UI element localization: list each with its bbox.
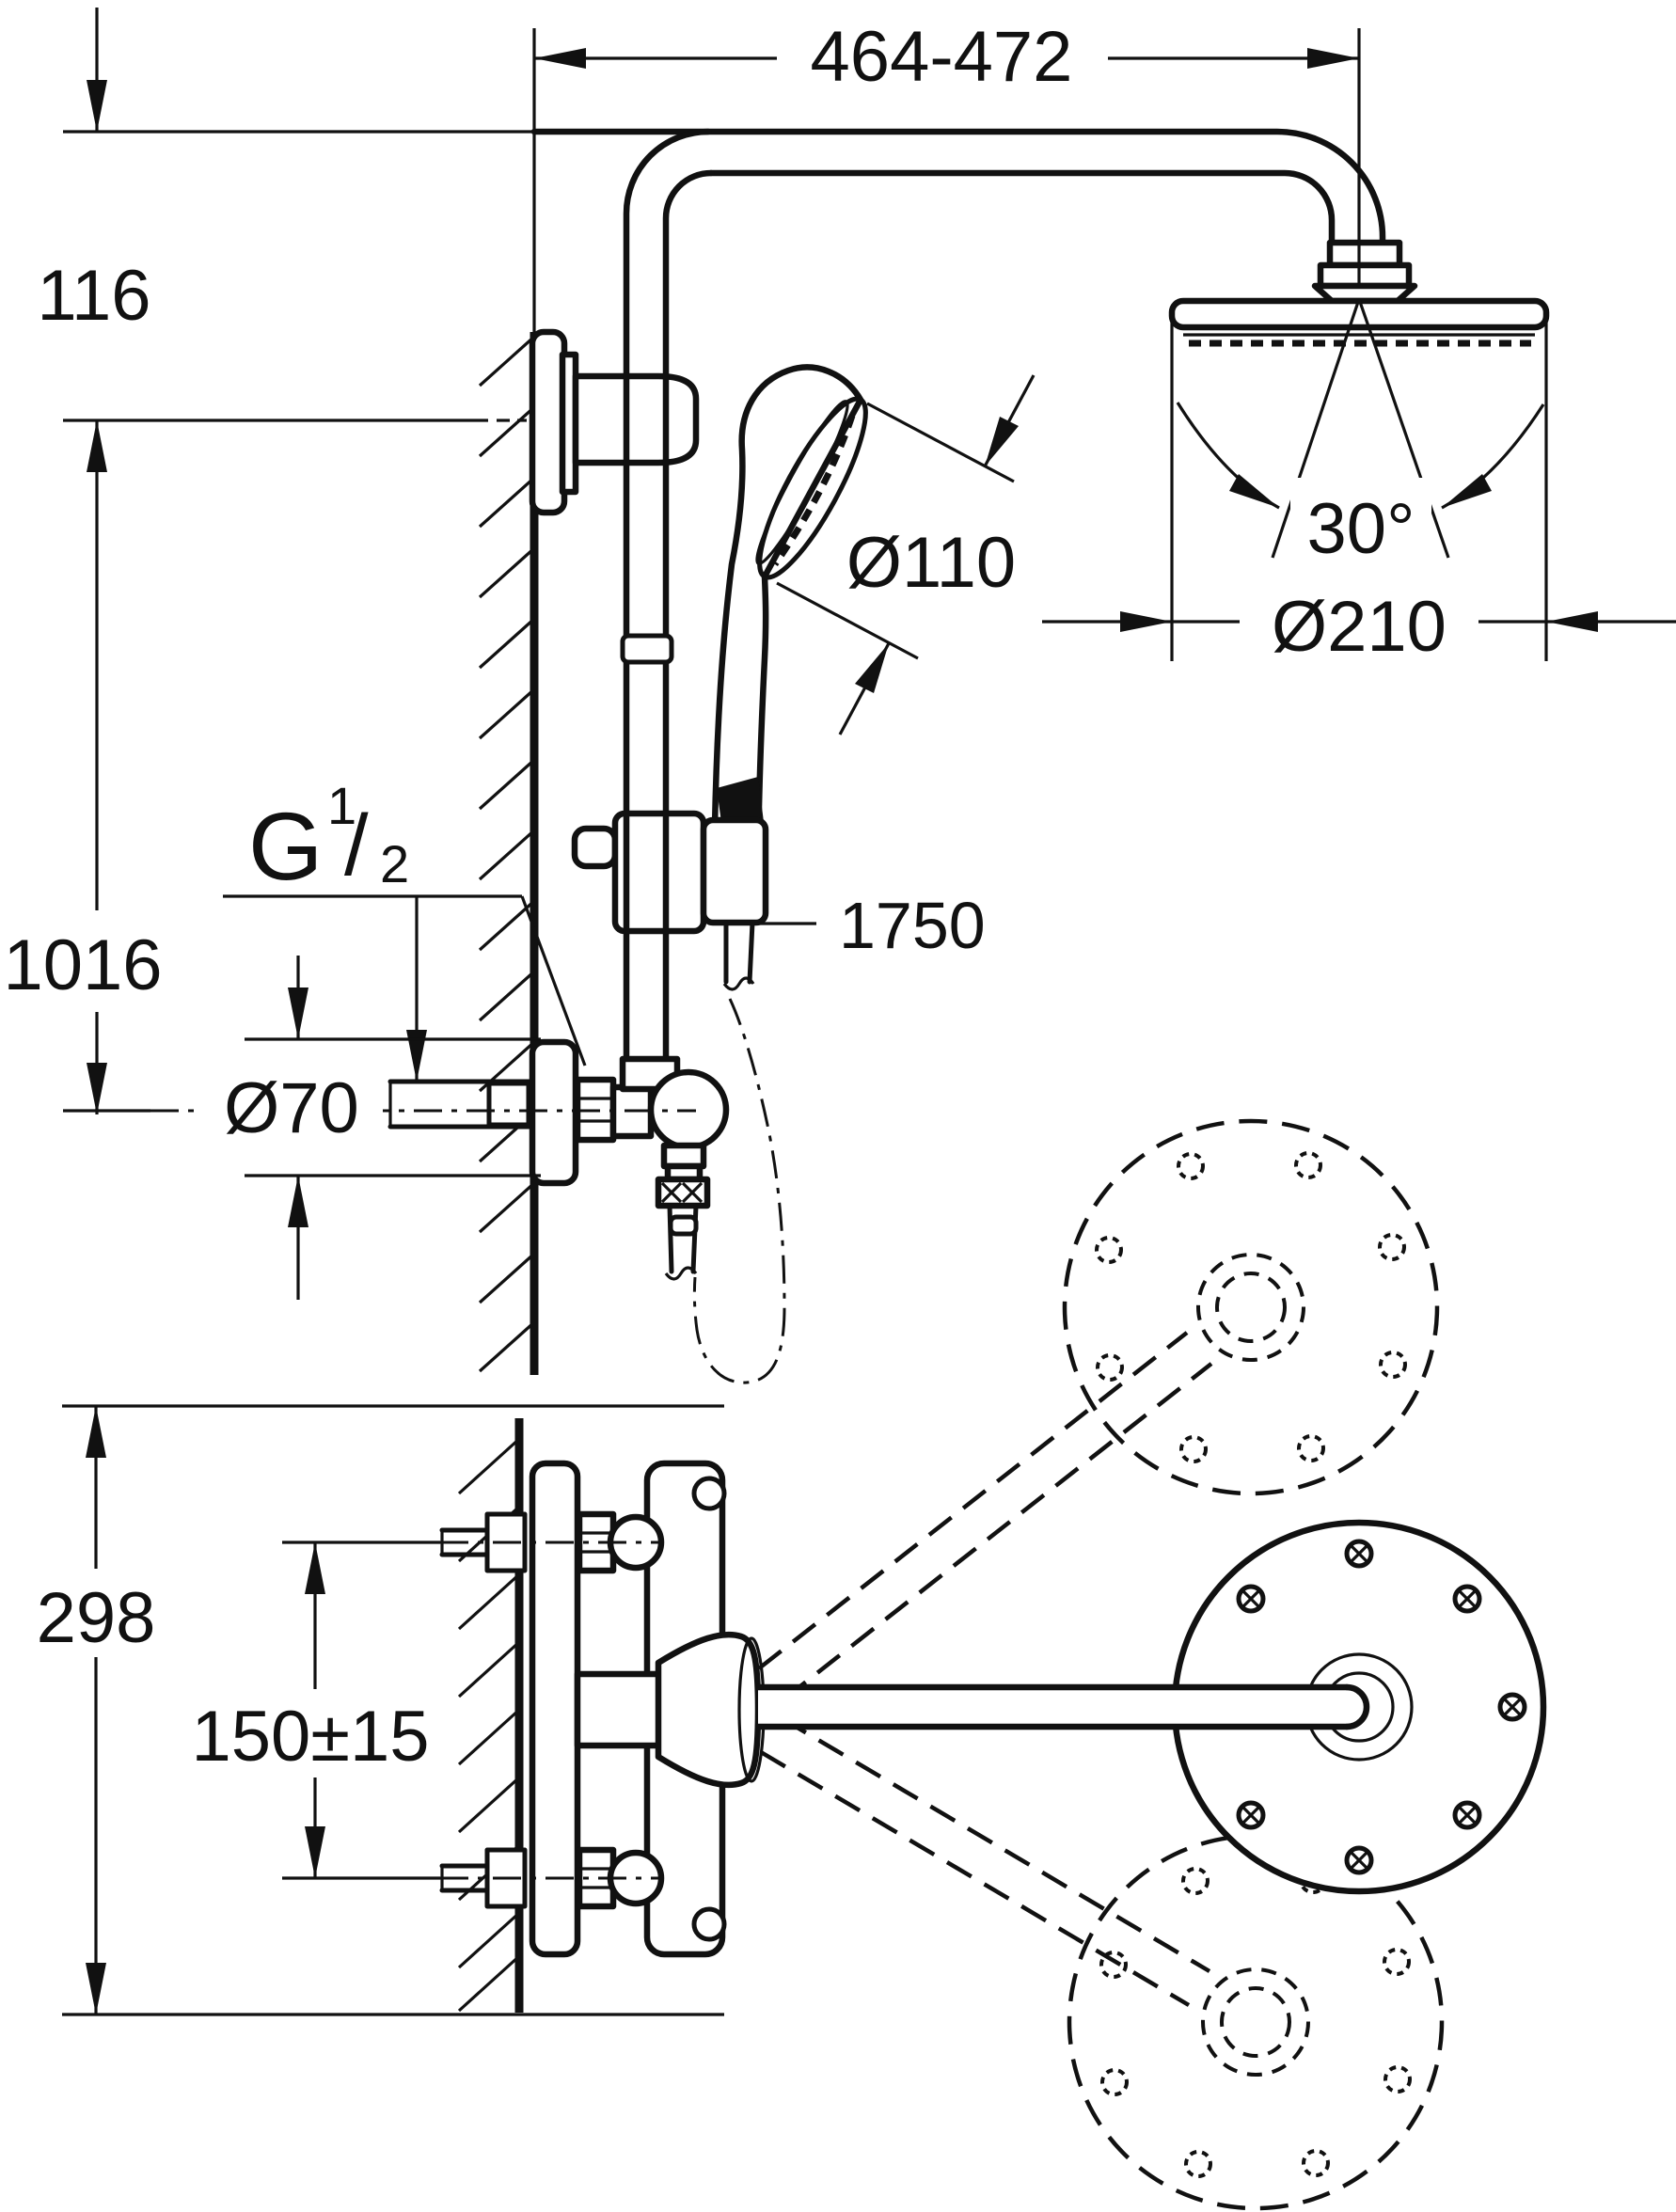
phantom-arm-lower <box>759 1750 1191 2007</box>
head-shower-plate <box>1168 297 1550 331</box>
dimension-dia110: Ø110 <box>776 374 1036 735</box>
dimensions: 464-472 116 1016 G 1 <box>3 8 1676 2016</box>
dim-150-label: 150±15 <box>191 1697 429 1777</box>
head-shower <box>1168 239 1550 347</box>
hand-shower-jets <box>772 414 856 567</box>
shower-arm-end-cap <box>1343 1683 1370 1730</box>
hand-shower-holder <box>571 777 769 935</box>
rail-union <box>620 633 674 665</box>
thermostat-valve-side <box>387 1038 730 1281</box>
alt-position-upper <box>757 1118 1440 1701</box>
rail-wall-bracket <box>529 328 700 516</box>
arrow-arc-icon <box>1229 474 1279 508</box>
label-thread-g12: G 1 / 2 <box>223 776 587 1082</box>
dimension-angle30: 30° <box>1176 298 1545 569</box>
arrow-down-icon <box>87 80 107 132</box>
holder-knob <box>571 825 619 870</box>
arrow-up-icon <box>288 1176 308 1227</box>
plate-screws <box>1236 1539 1527 1875</box>
body-screw-bottom <box>691 1906 727 1942</box>
body-screw-top <box>691 1476 727 1511</box>
bracket-arm <box>572 372 700 466</box>
head-plate-positions <box>754 1118 1547 2211</box>
phantom-arm-upper <box>782 1362 1213 1701</box>
hose-phantom-loop <box>692 998 786 1384</box>
thread-label-denominator: 2 <box>380 834 409 893</box>
wall-section-lower <box>457 1418 524 2013</box>
hose-length-label: 1750 <box>839 889 986 962</box>
supply-union <box>486 1081 531 1128</box>
head-shower-nut <box>1326 239 1403 269</box>
dimension-dia210: Ø210 <box>1042 310 1676 667</box>
shower-pipe-and-rail <box>63 128 1386 1076</box>
hand-shower-body <box>711 364 864 888</box>
dim-angle30-label: 30° <box>1307 489 1415 569</box>
dim-1016-label: 1016 <box>3 925 162 1005</box>
holder-cone-grip <box>700 816 769 926</box>
arrow-left-icon <box>1546 611 1598 632</box>
arrow-up-icon <box>87 420 107 472</box>
arrow-diagonal-icon <box>855 643 889 693</box>
wall-hatching-upper <box>478 335 536 1373</box>
arrow-right-icon <box>1120 611 1172 632</box>
shower-hose <box>692 920 786 1384</box>
hose-collar <box>668 1214 699 1237</box>
dimension-top-width: 464-472 <box>532 17 1361 332</box>
rail-base-collar <box>619 1055 681 1093</box>
head-shower-collar <box>1317 261 1413 290</box>
arrow-right-icon <box>1307 48 1359 69</box>
dim-116-label: 116 <box>37 256 150 336</box>
valve-escutcheon <box>529 1038 579 1187</box>
alt-position-lower <box>759 1716 1445 2211</box>
arrow-down-icon <box>288 988 308 1039</box>
arrow-down-icon <box>87 1063 107 1114</box>
dim-dia110-label: Ø110 <box>846 523 1016 603</box>
arrow-up-icon <box>86 1406 106 1458</box>
mounting-plate-bar <box>529 1460 581 1958</box>
label-hose-length: 1750 <box>754 889 986 962</box>
arrow-arc-icon <box>1442 474 1492 508</box>
arrow-down-icon <box>86 1963 106 2014</box>
thermostat-fixing-view <box>439 1460 766 1958</box>
arrow-down-icon <box>406 1030 427 1082</box>
dim-dia70-label: Ø70 <box>224 1068 359 1148</box>
arrow-diagonal-icon <box>985 417 1019 466</box>
dim-dia210-label: Ø210 <box>1272 587 1447 667</box>
dim-top-width-label: 464-472 <box>811 17 1073 97</box>
wall-section-upper <box>478 332 539 1375</box>
thread-label-numerator: 1 <box>327 776 356 835</box>
arrow-up-icon <box>305 1542 325 1594</box>
outlet-block <box>660 1142 707 1170</box>
handle-end-cap <box>717 777 764 830</box>
dimension-dia70: Ø70 <box>200 956 541 1300</box>
outlet-neck-block <box>574 1670 666 1749</box>
arrow-left-icon <box>534 48 586 69</box>
hand-shower <box>711 364 868 888</box>
thread-label-base: G <box>248 793 323 900</box>
dimension-150: 150±15 <box>167 1540 658 1880</box>
thread-label-slash: / <box>344 798 369 893</box>
dim-298-label: 298 <box>37 1578 156 1658</box>
dimension-116: 116 <box>37 8 527 422</box>
installed-position <box>754 1519 1547 1895</box>
arrow-down-icon <box>305 1826 325 1878</box>
dimension-298: 298 <box>17 1404 724 2016</box>
dimension-1016: 1016 <box>3 420 696 1114</box>
